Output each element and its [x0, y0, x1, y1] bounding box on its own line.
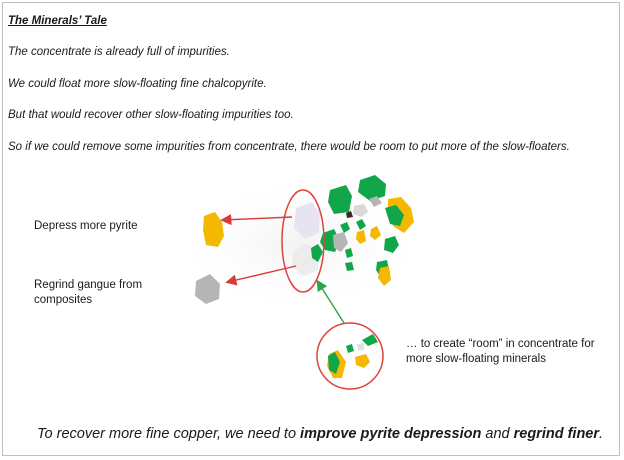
conclusion-middle: and [481, 426, 514, 442]
arrow-depress-pyrite [220, 214, 293, 226]
arrow-regrind-gangue [225, 265, 297, 286]
mineral-dot-1 [346, 211, 353, 218]
slide-title: The Minerals’ Tale [8, 15, 107, 27]
gangue-particle-5 [357, 343, 364, 351]
conclusion-prefix: To recover more fine copper, we need to [37, 426, 301, 442]
chalcopyrite-particle-1 [328, 185, 352, 214]
chalcopyrite-particle-9 [345, 262, 354, 271]
pyrite-particle-4 [356, 230, 366, 244]
text-line-3: But that would recover other slow-floati… [8, 109, 294, 121]
pyrite-particle-7 [355, 354, 370, 368]
pyrite-particle-separated [203, 212, 224, 247]
label-regrind-gangue: Regrind gangue from composites [34, 279, 143, 306]
chalcopyrite-particle-4 [340, 222, 350, 233]
chalcopyrite-particle-7 [384, 236, 399, 253]
chalcopyrite-particle-11 [328, 352, 340, 374]
slide-frame [2, 2, 620, 456]
chalcopyrite-particle-3 [385, 205, 404, 226]
text-line-4: So if we could remove some impurities fr… [8, 141, 570, 153]
selection-ellipse-left [281, 189, 325, 293]
chalcopyrite-particle-5 [356, 219, 366, 230]
arrow-create-room [316, 279, 345, 324]
text-line-1: The concentrate is already full of impur… [8, 46, 230, 58]
gangue-particle-3 [353, 204, 368, 217]
conclusion-suffix: . [599, 426, 604, 442]
conclusion-bold-regrind: regrind finer [513, 426, 600, 442]
chalcopyrite-particle-13 [362, 334, 378, 346]
label-depress-pyrite: Depress more pyrite [34, 220, 138, 232]
conclusion-text: To recover more fine copper, we need to … [37, 426, 603, 442]
text-line-2: We could float more slow-floating fine c… [8, 78, 267, 90]
pyrite-particle-5 [378, 266, 391, 286]
chalcopyrite-particle-8 [345, 248, 353, 258]
pyrite-particle-3 [370, 226, 381, 240]
chalcopyrite-particle-12 [346, 344, 354, 353]
faded-pyrite-particle [294, 202, 320, 239]
conclusion-bold-pyrite: improve pyrite depression [300, 426, 482, 442]
selection-circle-bottom [316, 322, 384, 390]
composite-green-part [311, 244, 323, 262]
gangue-particle-4 [333, 232, 348, 252]
gangue-particle-separated [195, 274, 220, 304]
gangue-particle-2 [369, 196, 382, 207]
chalcopyrite-particle-2 [358, 175, 386, 201]
label-create-room: … to create “room” in concentrate for mo… [406, 338, 595, 365]
